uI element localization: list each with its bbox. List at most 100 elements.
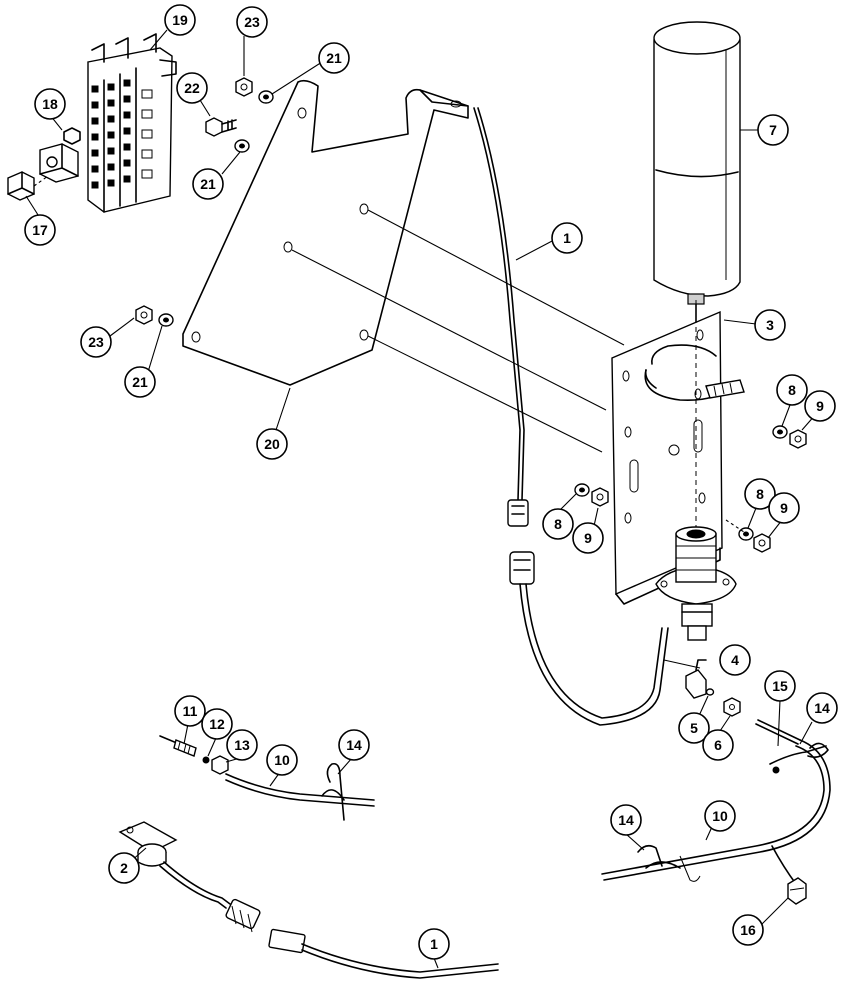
callout-22: 22 — [176, 72, 208, 104]
svg-text:20: 20 — [264, 436, 280, 452]
washer-top — [258, 90, 274, 104]
svg-text:21: 21 — [132, 374, 148, 390]
callout-8c: 8 — [744, 478, 776, 510]
callout-9a: 9 — [804, 390, 836, 422]
callout-11: 11 — [174, 695, 206, 727]
bracket-plate — [182, 79, 469, 386]
callout-21c: 21 — [124, 366, 156, 398]
callout-16: 16 — [732, 914, 764, 946]
svg-text:10: 10 — [712, 808, 728, 824]
hardware-top — [135, 77, 274, 327]
washer-8b — [574, 483, 590, 497]
tie-strap-right — [769, 742, 829, 774]
svg-text:10: 10 — [274, 752, 290, 768]
callout-2: 2 — [108, 852, 140, 884]
callout-14-lower: 14 — [610, 804, 642, 836]
svg-text:8: 8 — [788, 382, 796, 398]
nut-9b — [591, 487, 609, 507]
svg-text:23: 23 — [244, 14, 260, 30]
svg-text:22: 22 — [184, 80, 200, 96]
nut-left — [135, 305, 153, 325]
svg-text:8: 8 — [554, 516, 562, 532]
svg-text:18: 18 — [42, 96, 58, 112]
relay — [39, 127, 81, 183]
svg-text:4: 4 — [731, 652, 739, 668]
probe-clip — [771, 845, 807, 905]
nut-9a — [789, 429, 807, 449]
elbow-fitting — [685, 659, 707, 699]
washer-8c — [738, 527, 754, 541]
svg-text:14: 14 — [814, 700, 830, 716]
svg-text:8: 8 — [756, 486, 764, 502]
svg-text:2: 2 — [120, 860, 128, 876]
callout-7: 7 — [757, 114, 789, 146]
callout-9b: 9 — [572, 522, 604, 554]
callout-13: 13 — [226, 729, 258, 761]
washer-8a — [772, 425, 788, 439]
callout-18: 18 — [34, 88, 66, 120]
tube-nut — [723, 697, 741, 717]
callout-6: 6 — [702, 729, 734, 761]
callout-1-harness-upper: 1 — [551, 222, 583, 254]
washer-bolt — [234, 139, 250, 153]
callout-20: 20 — [256, 428, 288, 460]
callout-21b: 21 — [192, 168, 224, 200]
o-ring — [705, 688, 715, 696]
svg-text:14: 14 — [346, 737, 362, 753]
callout-23a: 23 — [236, 6, 268, 38]
callout-15: 15 — [764, 670, 796, 702]
nut-9c — [753, 533, 771, 553]
pressure-switch — [655, 526, 737, 641]
wire-harness-lower — [159, 861, 499, 979]
upright-bracket — [611, 300, 723, 605]
capillary-tube-left — [225, 773, 375, 807]
svg-text:13: 13 — [234, 737, 250, 753]
callout-14-right: 14 — [806, 692, 838, 724]
svg-text:23: 23 — [88, 334, 104, 350]
callout-3: 3 — [754, 309, 786, 341]
svg-text:6: 6 — [714, 737, 722, 753]
svg-text:11: 11 — [183, 703, 198, 719]
callout-21a: 21 — [318, 42, 350, 74]
svg-text:16: 16 — [740, 922, 756, 938]
callout-9c: 9 — [768, 492, 800, 524]
callout-12: 12 — [201, 708, 233, 740]
svg-text:21: 21 — [200, 176, 216, 192]
tie-strap-left — [321, 762, 345, 821]
fuse-relay-block — [87, 33, 177, 213]
svg-text:3: 3 — [766, 317, 774, 333]
wire-harness-upper — [473, 107, 669, 726]
callout-8a: 8 — [776, 374, 808, 406]
svg-text:17: 17 — [32, 222, 48, 238]
thermostat-switch — [118, 821, 178, 867]
callout-14-left: 14 — [338, 729, 370, 761]
svg-text:15: 15 — [772, 678, 788, 694]
receiver-drier — [653, 21, 741, 331]
svg-text:19: 19 — [172, 12, 188, 28]
connector-plug — [7, 171, 49, 201]
svg-text:9: 9 — [584, 530, 592, 546]
alignment-lines — [291, 209, 625, 453]
tie-strap-lower — [637, 844, 681, 869]
washer-left — [158, 313, 174, 327]
svg-text:1: 1 — [563, 230, 571, 246]
svg-text:14: 14 — [618, 812, 634, 828]
nut-top — [235, 77, 253, 97]
callout-23b: 23 — [80, 326, 112, 358]
hose-clamp — [644, 344, 745, 402]
svg-text:1: 1 — [430, 936, 438, 952]
svg-text:9: 9 — [780, 500, 788, 516]
svg-text:5: 5 — [690, 720, 698, 736]
svg-text:21: 21 — [326, 50, 342, 66]
bolt — [205, 117, 237, 137]
callout-4: 4 — [719, 644, 751, 676]
callout-19: 19 — [164, 4, 196, 36]
svg-text:7: 7 — [769, 122, 777, 138]
callout-10-left: 10 — [266, 744, 298, 776]
svg-text:12: 12 — [209, 716, 225, 732]
callout-8b: 8 — [542, 508, 574, 540]
temperature-probe — [159, 735, 197, 757]
callout-1-harness-lower: 1 — [418, 928, 450, 960]
svg-text:9: 9 — [816, 398, 824, 414]
